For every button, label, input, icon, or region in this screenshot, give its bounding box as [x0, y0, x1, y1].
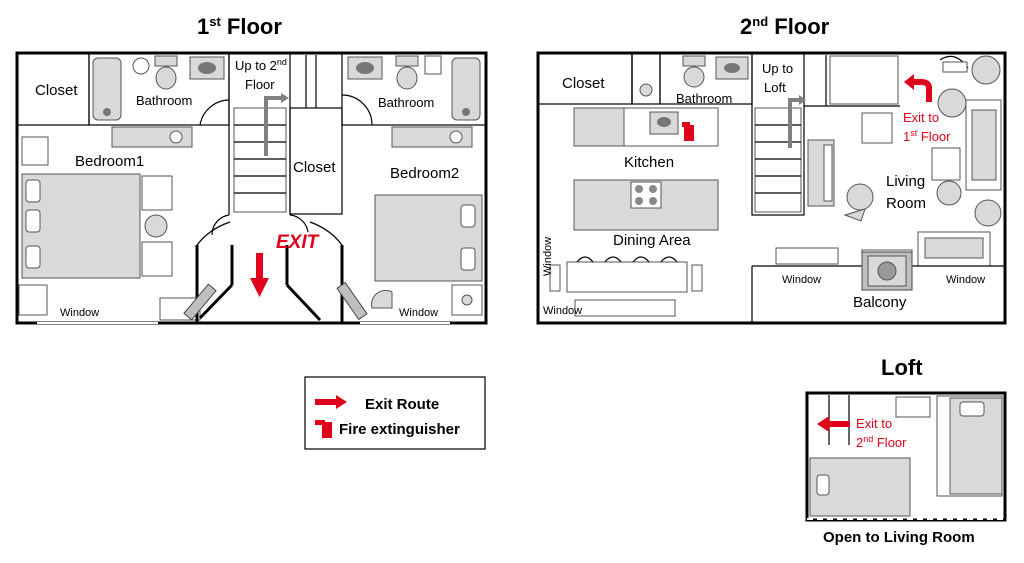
floor1-toilet-left-tank — [154, 55, 178, 67]
floor1-bedroom1-nightstand — [21, 136, 49, 166]
floor1-window-left-label: Window — [60, 307, 99, 319]
floor2-exit-arrow — [914, 79, 932, 102]
floor1-bathtub-right — [451, 57, 481, 121]
floor2-cooktop — [630, 181, 662, 209]
floor2-dining-label: Dining Area — [613, 232, 691, 249]
floor1-bedroom1-table — [144, 214, 168, 238]
legend-fire-extinguisher-label: Fire extinguisher — [339, 421, 460, 438]
floor1-bedroom1-label: Bedroom1 — [75, 153, 144, 170]
floor2-kitchen-label: Kitchen — [624, 154, 674, 171]
legend-box — [304, 376, 486, 450]
floor2-window-balcony-right-label: Window — [946, 274, 985, 286]
floor1-toilet-right-icon — [396, 66, 418, 90]
loft-plan — [805, 391, 1007, 522]
floor1-bathroom-left-label: Bathroom — [136, 93, 192, 108]
floor2-stove-counter — [573, 107, 625, 147]
loft-exit-label: Exit to — [856, 416, 892, 431]
floor2-stairs-up-arrow — [788, 98, 800, 148]
floor1-bedroom1-chair-bottom — [141, 241, 173, 277]
floor2-side-table — [931, 147, 961, 181]
loft-exit-arrow — [828, 421, 850, 427]
floor2-closet-label: Closet — [562, 75, 605, 92]
floor2-exit-label: Exit to — [903, 110, 939, 125]
floor1-bedroom1-bed — [21, 173, 141, 279]
legend — [304, 376, 486, 450]
floor1-bathroom-right-room — [341, 52, 487, 126]
floor1-tub-drain-icon — [103, 108, 111, 116]
floor2-exit-label-floor: 1st Floor — [903, 128, 951, 144]
floor2-stairs — [754, 107, 802, 213]
floor2-living-label-room: Room — [886, 195, 926, 212]
floor1-bath-left-stool — [132, 57, 150, 75]
loft-caption: Open to Living Room — [823, 529, 975, 546]
loft-exit-label-floor: 2nd Floor — [856, 434, 907, 450]
floor2-plant-top — [971, 55, 1001, 85]
floor2-window-bottom-left-label: Window — [543, 305, 582, 317]
floor2-stairs-label-loft: Loft — [764, 80, 786, 95]
floor2-window-vertical-label: Window — [542, 237, 554, 276]
floor1-outer-wall — [15, 51, 488, 325]
floor1-closet-center-label: Closet — [293, 159, 336, 176]
floor2-balcony-label: Balcony — [853, 294, 907, 311]
floor1-stairs-label: Up to 2nd — [235, 57, 287, 73]
floor1-bedroom2-label: Bedroom2 — [390, 165, 459, 182]
floor2-fire-extinguisher-icon — [684, 125, 694, 141]
floor2-title: 2nd Floor — [740, 14, 830, 39]
floor2-living-label: Living — [886, 173, 925, 190]
floor1-plan — [15, 51, 488, 325]
floor1-sink-left-basin — [198, 62, 216, 74]
floor1-title: 1st Floor — [197, 14, 282, 39]
floor1-exit-sign: EXIT — [276, 232, 320, 253]
floor1-stairs-label-floor: Floor — [245, 77, 275, 92]
loft-title: Loft — [881, 355, 923, 380]
floor1-stairs-up-arrow — [264, 96, 282, 156]
legend-exit-route-icon — [315, 399, 337, 405]
floor2-window-balcony-left-label: Window — [782, 274, 821, 286]
floor1-stairs — [233, 107, 287, 213]
floor2-armchair-top — [861, 112, 893, 144]
floor1-closet-left-label: Closet — [35, 82, 78, 99]
floor1-exit-arrow — [256, 253, 263, 280]
floor2-swivel-chair — [846, 183, 874, 211]
floor2-bathroom-label: Bathroom — [676, 91, 732, 106]
floor1-toilet-left-icon — [155, 66, 177, 90]
floor2-plan — [536, 51, 1007, 325]
legend-fire-extinguisher-icon — [322, 422, 332, 438]
floor2-stair-well — [751, 52, 805, 216]
floor2-stairs-label: Up to — [762, 61, 793, 76]
floor1-window-right-label: Window — [399, 307, 438, 319]
legend-exit-route-label: Exit Route — [365, 396, 439, 413]
floor1-bedroom1-chair-top — [141, 175, 173, 211]
loft-outer-wall — [805, 391, 1007, 522]
floor2-toilet-icon — [683, 66, 705, 88]
floor1-bathroom-right-label: Bathroom — [378, 95, 434, 110]
floor2-dining-table — [566, 261, 688, 293]
floor1-bathtub-left — [92, 57, 122, 121]
